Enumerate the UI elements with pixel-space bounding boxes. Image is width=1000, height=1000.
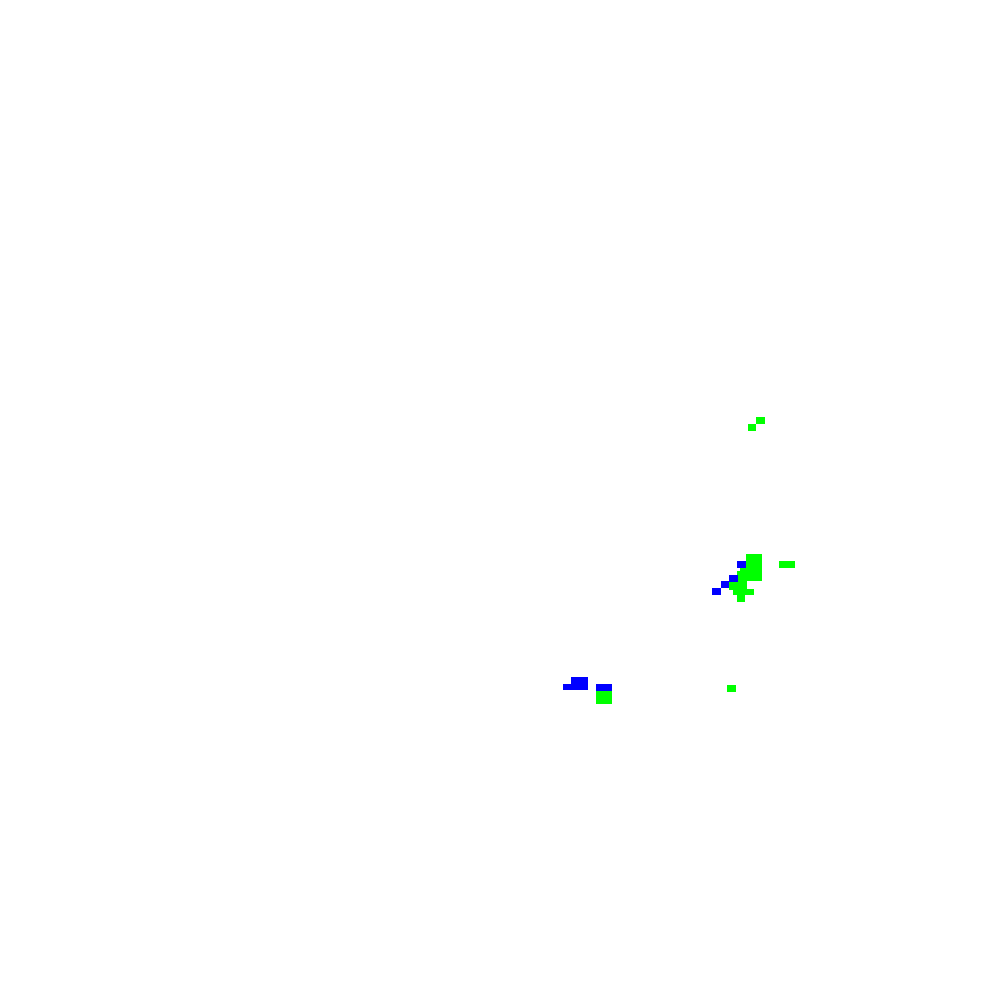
green-pixel-block bbox=[779, 561, 795, 568]
green-pixel-block bbox=[596, 691, 612, 704]
blue-pixel-block bbox=[712, 588, 721, 595]
green-pixel-block bbox=[756, 417, 765, 424]
green-pixel-block bbox=[746, 554, 762, 562]
green-pixel-block bbox=[729, 581, 747, 590]
blue-pixel-block bbox=[571, 677, 588, 684]
green-pixel-block bbox=[727, 685, 736, 692]
blue-pixel-block bbox=[563, 684, 588, 690]
green-pixel-block bbox=[733, 589, 754, 595]
blue-pixel-block bbox=[596, 684, 612, 691]
green-pixel-block bbox=[737, 571, 762, 581]
green-pixel-block bbox=[748, 424, 756, 431]
blue-pixel-block bbox=[721, 581, 729, 588]
green-pixel-block bbox=[740, 562, 762, 571]
blue-pixel-block bbox=[729, 575, 738, 582]
green-pixel-block bbox=[737, 595, 745, 602]
blue-pixel-block bbox=[737, 561, 746, 568]
